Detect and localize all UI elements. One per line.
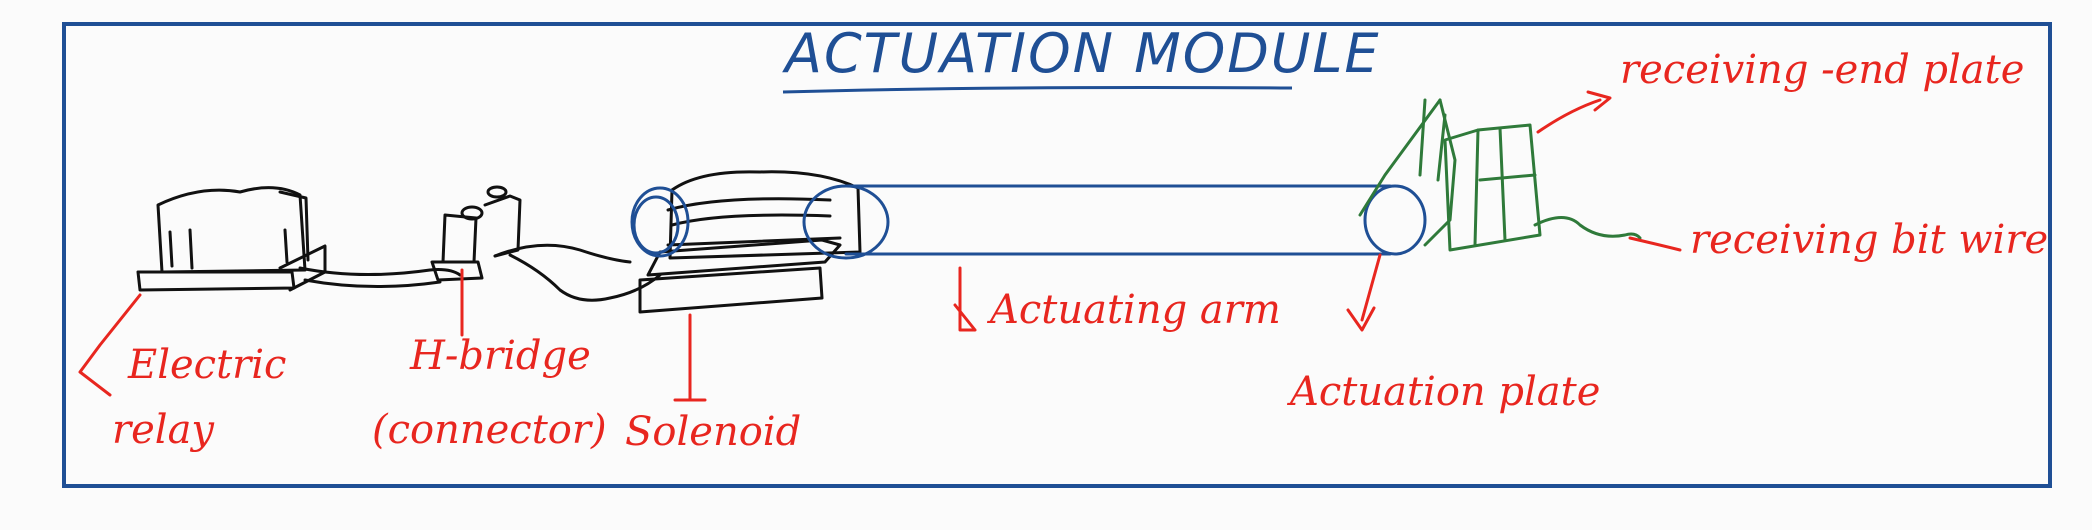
label-receiving-bit-wire: receiving bit wire: [1690, 217, 2049, 263]
diagram-frame: [62, 22, 2052, 488]
label-receiving-end-plate: receiving -end plate: [1620, 47, 2025, 93]
diagram-title: ACTUATION MODULE: [785, 22, 1381, 85]
label-electric-relay-1: Electric: [128, 342, 287, 388]
label-h-bridge-2: (connector): [372, 407, 607, 453]
label-solenoid: Solenoid: [625, 409, 802, 455]
label-electric-relay-2: relay: [112, 407, 215, 453]
label-h-bridge-1: H-bridge: [410, 333, 591, 379]
label-actuating-arm: Actuating arm: [990, 287, 1281, 333]
label-actuation-plate: Actuation plate: [1290, 369, 1601, 415]
